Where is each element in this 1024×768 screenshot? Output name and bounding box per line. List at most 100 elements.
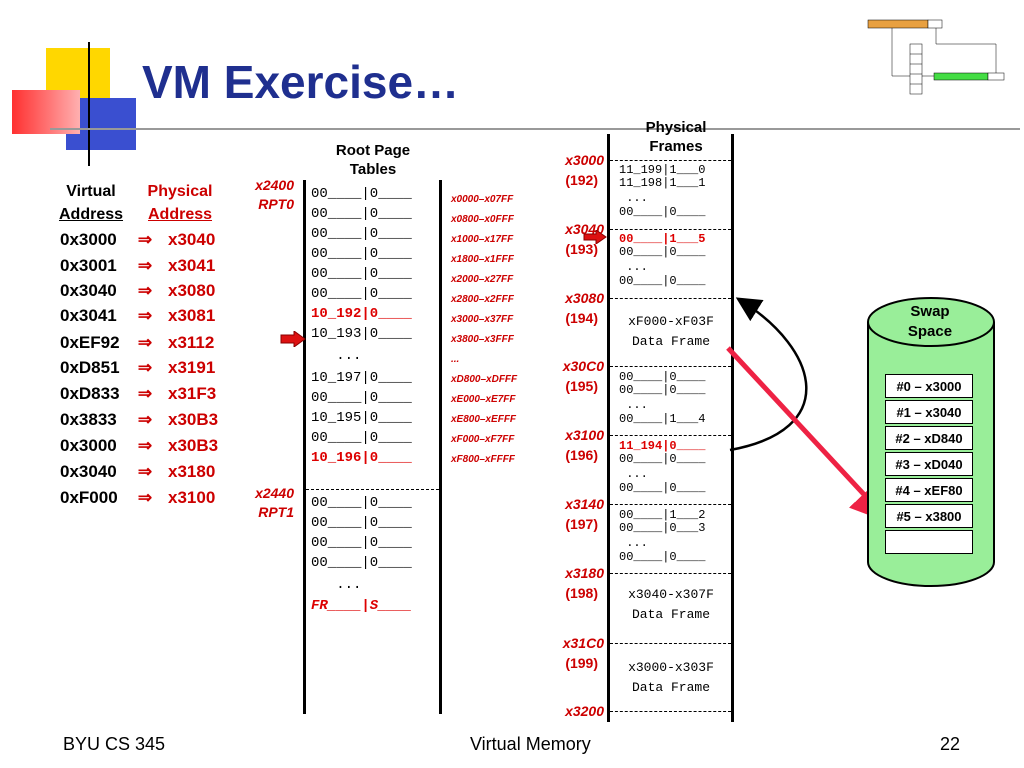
frame-boundary <box>610 298 731 299</box>
address-translation-thumbnail <box>867 19 1005 95</box>
va-row: 0xEF92 <box>60 333 120 352</box>
rpt0-range: x2800–x2FFF <box>451 294 514 305</box>
rpt1-entry: 00____|0____ <box>311 535 412 551</box>
rpt1-entry: 00____|0____ <box>311 555 412 571</box>
pa-header-line2: Address <box>147 206 213 223</box>
frame-number: (193) <box>565 241 598 257</box>
rpt0-range: ... <box>451 354 460 365</box>
frame-boundary <box>610 229 731 230</box>
va-header-line2: Address <box>58 206 124 223</box>
root-table-right-line <box>439 180 442 714</box>
pa-row: x3100 <box>168 488 216 507</box>
rpt1-entry: 00____|0____ <box>311 515 412 531</box>
pa-header-line1: Physical <box>147 183 213 200</box>
va-row: 0xF000 <box>60 488 118 507</box>
frame-entry: 00____|0____ <box>619 452 706 466</box>
thumb-virtual-address-bar <box>867 19 929 29</box>
frame-number: (197) <box>565 516 598 532</box>
rpt0-entry: 00____|0____ <box>311 390 412 406</box>
connector-arrows <box>726 297 891 524</box>
rpt0-entry: 00____|0____ <box>311 266 412 282</box>
rpt0-entry: 00____|0____ <box>311 186 412 202</box>
thumb-page-table <box>909 43 923 95</box>
pa-row: x3080 <box>168 281 216 300</box>
frame-entry: 00____|0___3 <box>619 521 706 535</box>
va-row: 0x3040 <box>60 281 117 300</box>
pa-row: x3041 <box>168 256 216 275</box>
arrow-icon: ⇒ <box>137 488 153 507</box>
arrow-icon: ⇒ <box>137 384 153 403</box>
va-row: 0x3001 <box>60 256 117 275</box>
rpt0-entry: 10_197|0____ <box>311 370 412 386</box>
frame-entry: 11_199|1___0 <box>619 163 706 177</box>
frame-address: x3000 <box>565 152 604 168</box>
frames-left-line <box>607 134 610 722</box>
thumb-offset-bar <box>927 19 943 29</box>
thumb-physical-offset <box>987 72 1005 81</box>
frame-number: (192) <box>565 172 598 188</box>
frame-number: (199) <box>565 655 598 671</box>
frame-pointer-arrow-icon <box>583 230 607 244</box>
rpt0-entry: 10_195|0____ <box>311 410 412 426</box>
rpt0-range: x0000–x07FF <box>451 194 514 205</box>
frame-entry: ... <box>619 467 648 481</box>
va-row: 0x3041 <box>60 306 117 325</box>
data-frame-label: Data Frame <box>631 680 710 695</box>
rpt0-entry: ... <box>311 348 362 364</box>
pf-header-line1: Physical <box>645 119 707 136</box>
rpt1-name: RPT1 <box>258 504 294 520</box>
frame-entry: 00____|0____ <box>619 205 706 219</box>
frame-entry: ... <box>619 398 648 412</box>
pa-row: x31F3 <box>168 384 217 403</box>
rpt0-entry: 00____|0____ <box>311 286 412 302</box>
rpt0-range: xD800–xDFFF <box>451 374 518 385</box>
frame-address: x3080 <box>565 290 604 306</box>
rpt0-range: xF000–xF7FF <box>451 434 515 445</box>
rpt0-range: x3800–x3FFF <box>451 334 514 345</box>
rpt0-range: xF800–xFFFF <box>451 454 515 465</box>
footer-course: BYU CS 345 <box>63 734 166 754</box>
footer-topic: Virtual Memory <box>470 734 591 754</box>
data-frame-range: x3040-x307F <box>628 587 714 602</box>
pa-row: x30B3 <box>168 436 219 455</box>
rpt0-range: x2000–x27FF <box>451 274 514 285</box>
va-row: 0x3000 <box>60 230 117 249</box>
data-frame-range: x3000-x303F <box>628 660 714 675</box>
va-row: 0x3000 <box>60 436 117 455</box>
va-header: Virtual Address <box>56 180 126 226</box>
frame-entry: 00____|1___4 <box>619 412 706 426</box>
rpt0-entry: 10_193|0____ <box>311 326 412 342</box>
frame-boundary <box>610 160 731 161</box>
frame-boundary <box>610 711 731 712</box>
arrow-icon: ⇒ <box>137 333 153 352</box>
root-header-line1: Root Page <box>335 142 411 159</box>
rpt0-range: x1000–x17FF <box>451 234 514 245</box>
frame-entry: 00____|0____ <box>619 481 706 495</box>
curved-arrow <box>729 297 808 452</box>
frame-number: (196) <box>565 447 598 463</box>
frame-entry: ... <box>619 260 648 274</box>
va-header-line1: Virtual <box>66 183 116 200</box>
data-frame: x3040-x307F Data Frame <box>612 585 730 625</box>
page-title: VM Exercise… <box>142 56 460 108</box>
data-frame: xF000-xF03F Data Frame <box>612 312 730 352</box>
data-frame-range: xF000-xF03F <box>628 314 714 329</box>
rpt0-range: xE800–xEFFF <box>451 414 517 425</box>
arrow-icon: ⇒ <box>137 436 153 455</box>
frame-boundary <box>610 504 731 505</box>
frame-entry: 00____|0____ <box>619 370 706 384</box>
frame-address: x3180 <box>565 565 604 581</box>
decor-red-square <box>12 90 80 134</box>
arrow-icon: ⇒ <box>137 281 153 300</box>
frame-entry: 00____|0____ <box>619 274 706 288</box>
swap-entry: #0 – x3000 <box>885 374 973 398</box>
swap-entry: #4 – xEF80 <box>885 478 973 502</box>
rpt1-entry: ... <box>311 577 362 593</box>
rpt0-name: RPT0 <box>258 196 294 212</box>
rpt0-range: x3000–x37FF <box>451 314 514 325</box>
root-header-line2: Tables <box>349 161 397 178</box>
pa-row: x3081 <box>168 306 216 325</box>
frame-boundary <box>610 435 731 436</box>
frame-entry: 11_198|1___1 <box>619 176 706 190</box>
physical-frames-header: Physical Frames <box>628 118 724 156</box>
